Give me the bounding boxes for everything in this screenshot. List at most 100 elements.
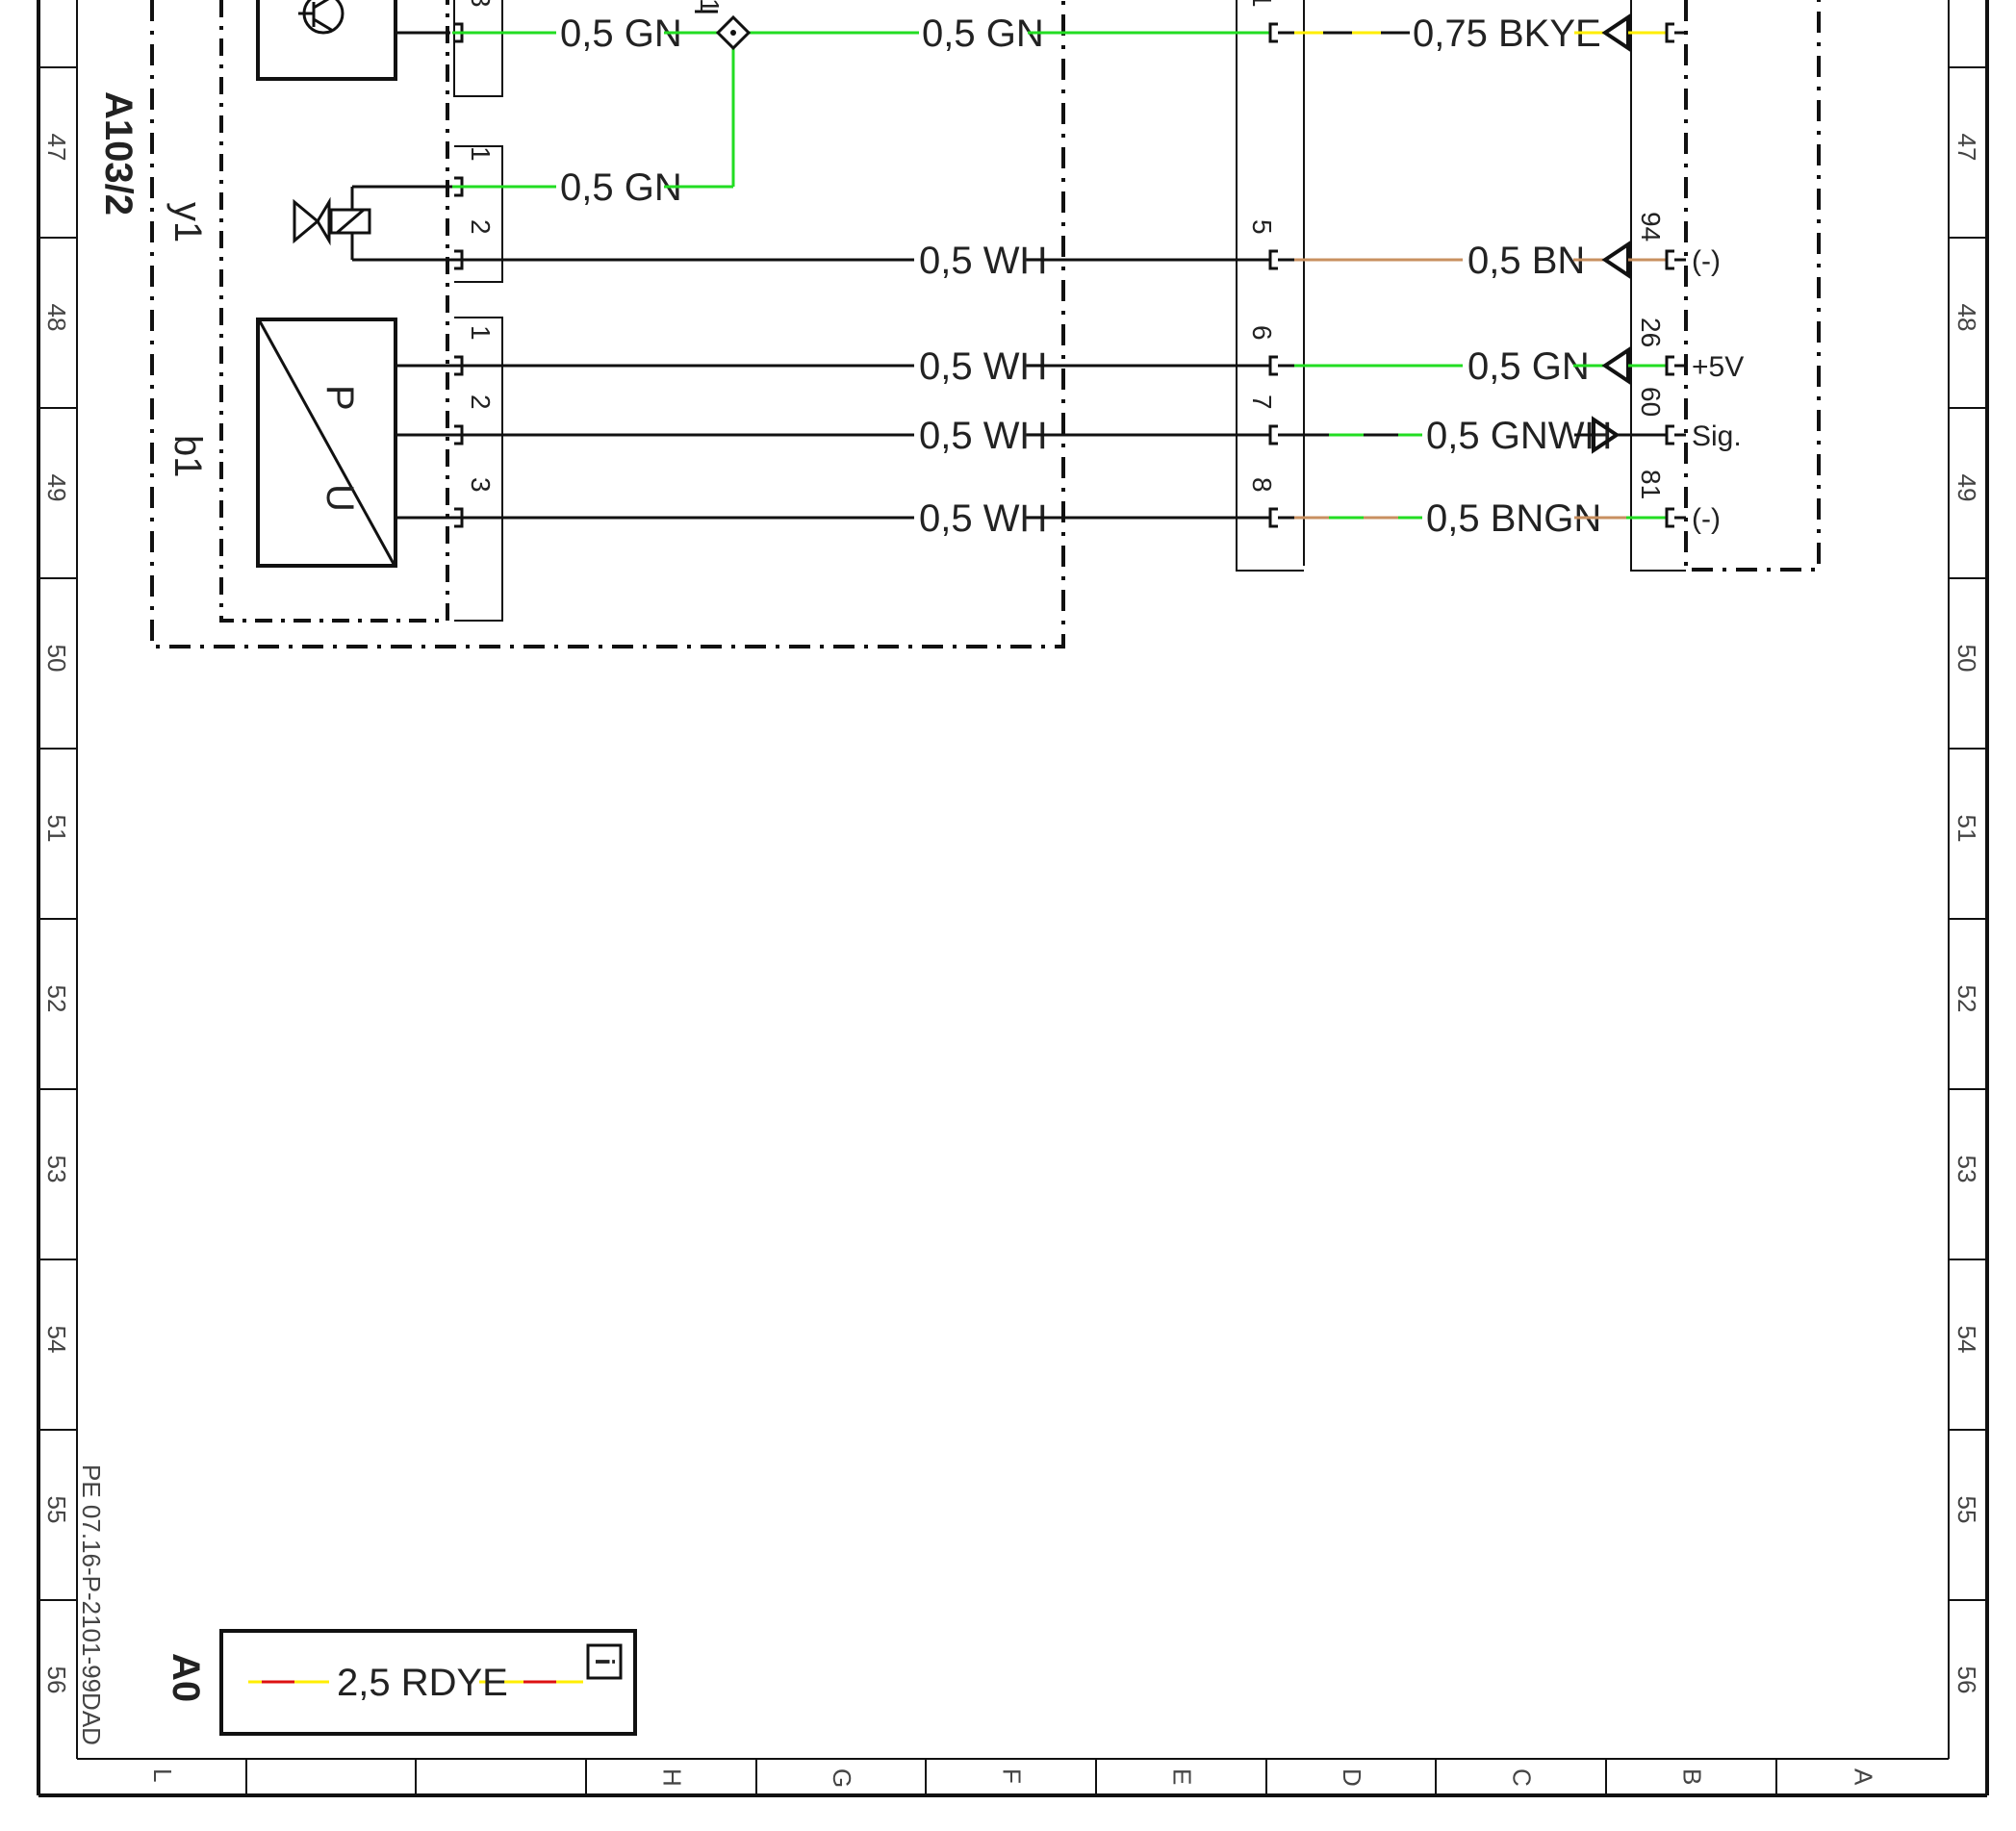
pin-terminal [1268,424,1278,445]
pin-number: 94 [1636,212,1666,242]
row-label: 55 [1952,1496,1981,1524]
pin-terminal [1268,249,1278,270]
sensor-p-label: P [319,385,361,411]
row-label: 51 [1952,815,1981,843]
col-ticks [245,1759,1777,1795]
middle-connector-block [1236,0,1304,572]
pin-number: 1 [466,325,496,341]
signal-name: Sig. [1692,420,1742,452]
arrow-icon [1601,13,1630,52]
pin-terminal [1268,22,1278,43]
col-label: A [1850,1768,1878,1786]
wire-label: 0,5 WH [919,497,1047,540]
pin-number: 6 [1247,325,1277,341]
signal-name: +5V [1692,351,1744,383]
pin-number: 60 [1636,387,1666,417]
pin-terminal [1665,249,1674,270]
col-label: F [998,1768,1027,1784]
wire-label: 0,5 GN [1467,345,1590,388]
pin-terminal [1665,22,1674,43]
row-ticks [38,66,1987,1601]
row-label: 48 [1952,304,1981,332]
drawing-frame [37,0,1989,1797]
pin-number: 3 [466,0,496,8]
row-label: 49 [42,474,71,502]
row-label: 47 [1952,134,1981,162]
row-label: 55 [42,1496,71,1524]
ground-legend: A0 2,5 RDYE i [165,1629,637,1736]
wire-label: 0,5 WH [919,240,1047,282]
sensor-u-label: U [319,484,361,512]
pin-number: 81 [1636,470,1666,499]
pin-number: 2 [466,394,496,410]
info-icon: i [586,1643,623,1680]
pin-terminal [1665,424,1674,445]
inner-component-boundary [219,0,449,623]
left-connector-brackets [453,0,503,622]
valve-y1-label: y1 [166,202,209,242]
legend-wire-label: 2,5 RDYE [337,1662,508,1704]
col-label: L [148,1768,177,1782]
pin-terminal [1665,355,1674,376]
wire-label: 0,5 GN [922,13,1044,55]
row-label: 47 [42,134,71,162]
module-a103-2-label: A103/2 [97,91,140,216]
pin-number: 1 [466,146,496,162]
signal-name: (-) [1692,245,1721,277]
row-label: 51 [42,815,71,843]
col-label: C [1508,1768,1537,1787]
row-label: 52 [1952,985,1981,1013]
wire-label: 0,5 BNGN [1426,497,1601,540]
row-label: 56 [1952,1666,1981,1694]
row-label: 53 [1952,1156,1981,1183]
row-label: 50 [1952,645,1981,673]
wire-label: 0,75 BKYE [1413,13,1601,55]
col-label: H [658,1768,687,1787]
col-label: D [1338,1768,1366,1787]
pin-terminal [1665,507,1674,528]
col-label: E [1168,1768,1197,1785]
middle-pins: 15678 [1247,0,1294,528]
svg-text:i: i [590,1658,620,1666]
pin-number: 2 [466,219,496,235]
row-label: 53 [42,1156,71,1183]
row-labels-right: 47 48 49 50 51 52 53 54 55 56 [1952,134,1981,1694]
wire-label: 0,5 GN [560,166,682,209]
wire-label: 0,5 WH [919,415,1047,457]
ground-label: A0 [165,1653,207,1702]
row-label: 49 [1952,474,1981,502]
transistor-icon [298,0,345,35]
module-a103-2-boundary [150,0,1065,648]
wire-label: 0,5 WH [919,345,1047,388]
row-label: 56 [42,1666,71,1694]
wire-label: 0,5 GN [560,13,682,55]
col-label: G [828,1768,856,1788]
arrow-icon [1601,346,1630,385]
pin-number: 5 [1247,219,1277,235]
row-label: 50 [42,645,71,673]
pin-terminal [1268,355,1278,376]
pin-number: 3 [466,477,496,493]
ecu-boundary [1684,0,1821,572]
document-id: PE 07.16-P-2101-99DAD [77,1464,106,1745]
ecu-connector-block [1630,0,1686,572]
arrow-icon [1601,241,1630,279]
row-label: 54 [1952,1326,1981,1354]
splice-point: 1 [695,0,752,51]
pin-number: 1 [1247,0,1277,8]
arrow-icon [1592,416,1620,454]
sensor-b1-box [256,318,397,568]
pin-number: 8 [1247,477,1277,493]
valve-icon [293,185,452,262]
splice-label: 1 [695,0,725,13]
col-label: B [1678,1768,1707,1785]
pin-terminal [1268,507,1278,528]
signal-name: (-) [1692,503,1721,535]
row-label: 48 [42,304,71,332]
left-pins: 3 1 2 1 2 3 [454,0,496,528]
